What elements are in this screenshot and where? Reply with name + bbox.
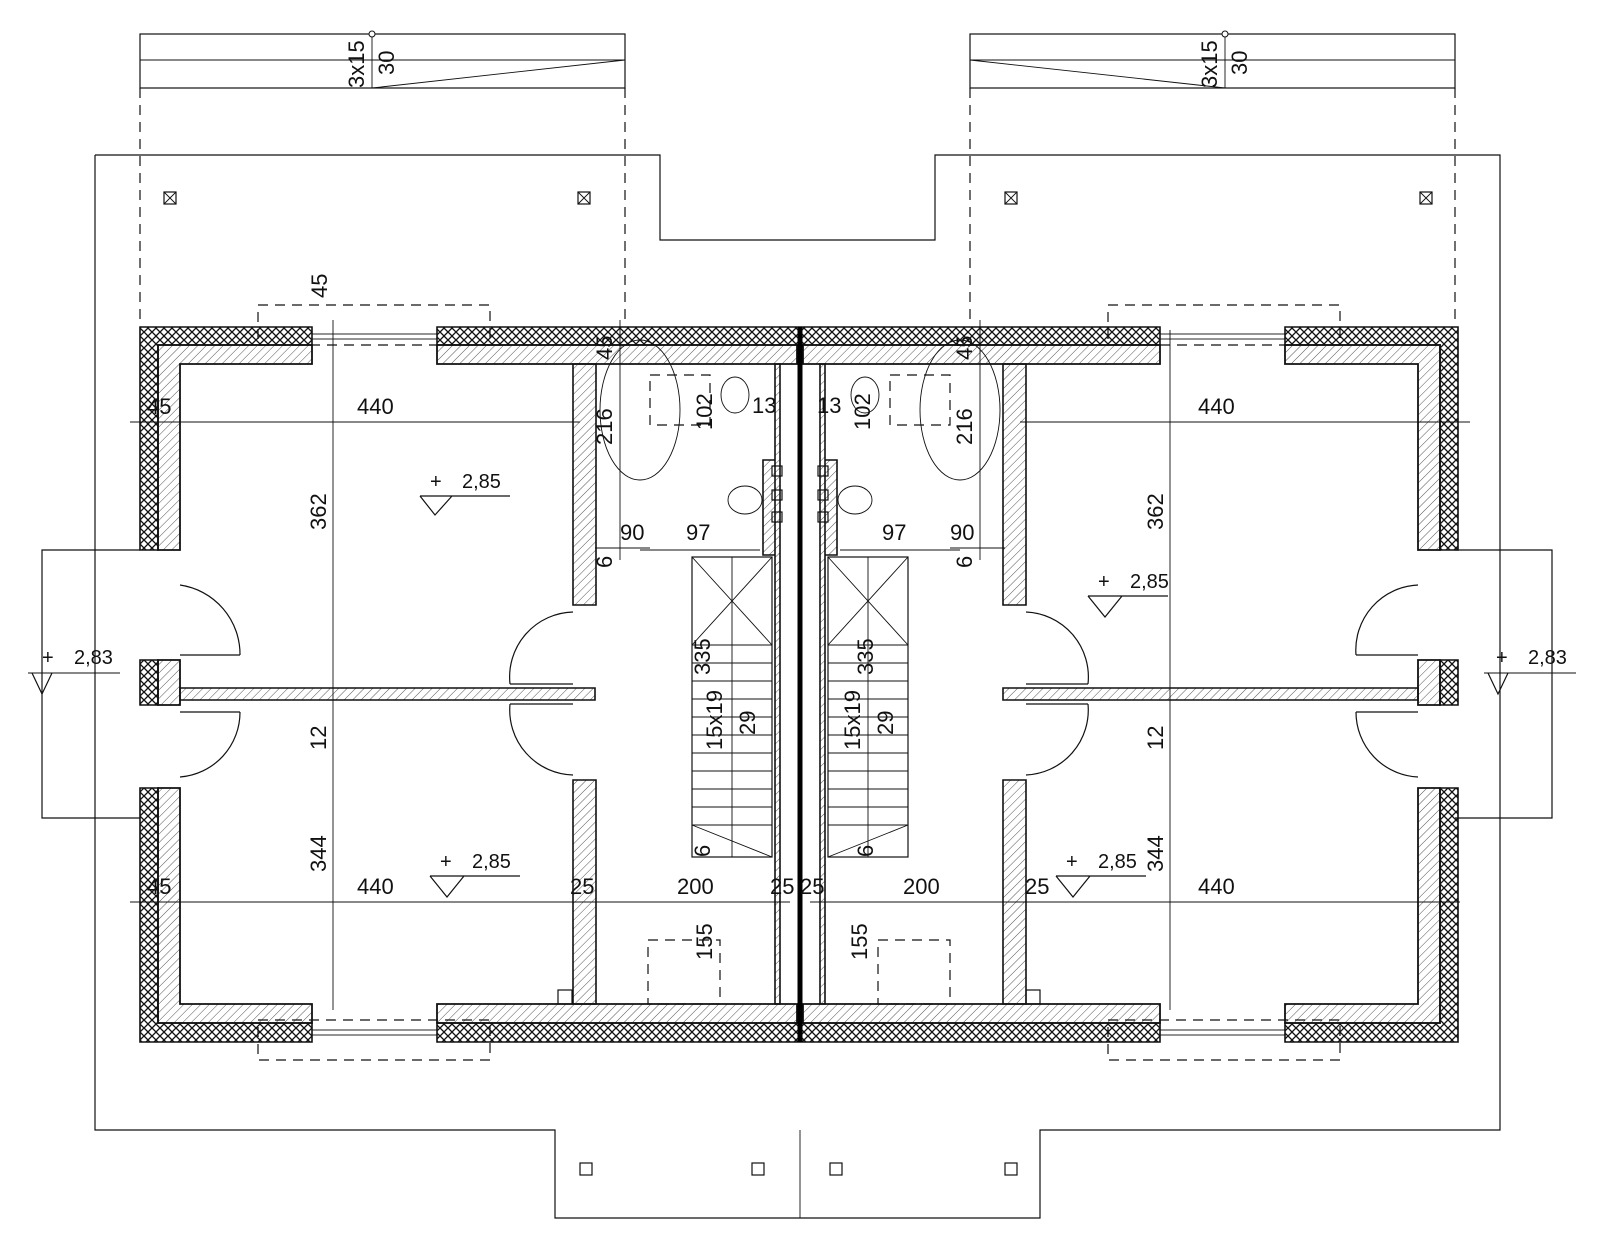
top-room-level: 2,85 <box>1130 571 1169 593</box>
door[interactable] <box>179 711 241 778</box>
bathroom-depth: 216 <box>952 408 977 445</box>
closet-depth: 155 <box>847 923 872 960</box>
top-room-level-sign: + <box>430 471 442 493</box>
bathroom-width-b: 97 <box>882 520 906 545</box>
doors <box>179 549 1419 778</box>
hall-left-wall: 25 <box>570 874 594 899</box>
window <box>1107 1019 1341 1061</box>
stairs-right-wall: 6 <box>853 845 878 857</box>
bottom-room-width: 440 <box>1198 874 1235 899</box>
bottom-room-width: 440 <box>357 874 394 899</box>
bathroom-width-a: 90 <box>950 520 974 545</box>
post-marker <box>1004 191 1018 205</box>
outside-stairs-left-tread: 30 <box>374 51 399 75</box>
bottom-room-level-sign: + <box>440 851 452 873</box>
top-room-depth: 362 <box>306 493 331 530</box>
stairs-left-steps: 15x19 <box>702 690 727 750</box>
bathroom-top: 45 <box>952 336 977 360</box>
window <box>257 304 491 346</box>
door[interactable] <box>1355 711 1419 778</box>
outside-stairs-right-tread: 30 <box>1227 51 1252 75</box>
terrace-left-level-sign: + <box>42 647 54 669</box>
terrace-right-level-sign: + <box>1496 647 1508 669</box>
post-marker <box>829 1162 843 1176</box>
closets <box>557 939 1041 1005</box>
bathroom-side: 13 <box>752 393 776 418</box>
stairs-left: 335 15x19 29 6 <box>690 556 773 858</box>
outside-stairs-right-steps: 3x15 <box>1197 40 1222 88</box>
door[interactable] <box>509 611 574 685</box>
stairs-right: 335 15x19 29 6 <box>827 556 909 858</box>
door[interactable] <box>179 584 241 656</box>
closet-depth: 155 <box>692 923 717 960</box>
bathroom-side: 13 <box>817 393 841 418</box>
bathroom-width-a: 90 <box>620 520 644 545</box>
stairs-right-tread: 29 <box>873 711 898 735</box>
hall-width: 200 <box>677 874 714 899</box>
stairs-right-steps: 15x19 <box>840 690 865 750</box>
bathroom-wall: 6 <box>592 556 617 568</box>
stairs-left-tread: 29 <box>735 711 760 735</box>
top-room-width: 440 <box>357 394 394 419</box>
outside-stairs-left-steps: 3x15 <box>344 40 369 88</box>
stairs-left-length: 335 <box>690 638 715 675</box>
door[interactable] <box>1355 584 1419 656</box>
bottom-room-level: 2,85 <box>1098 851 1137 873</box>
bathroom-width-b: 97 <box>686 520 710 545</box>
top-room-width: 440 <box>1198 394 1235 419</box>
left-unit-labels: 45 45 440 362 + 2,85 12 344 45 440 + 2,8… <box>147 274 794 960</box>
bottom-room-depth: 344 <box>306 835 331 872</box>
partition-width: 12 <box>306 726 331 750</box>
post-marker <box>163 191 177 205</box>
door[interactable] <box>509 703 574 776</box>
hall-inner-wall: 25 <box>800 874 824 899</box>
top-room-depth: 362 <box>1143 493 1168 530</box>
stairs-left-wall: 6 <box>690 845 715 857</box>
bathroom-toilet: 102 <box>692 393 717 430</box>
bathroom-toilet: 102 <box>850 393 875 430</box>
window <box>257 1019 491 1061</box>
terrace-right: + 2,83 <box>1455 549 1576 819</box>
door[interactable] <box>1025 703 1089 776</box>
top-room-level-sign: + <box>1098 571 1110 593</box>
outside-stairs-right: 3x15 30 <box>969 30 1456 322</box>
hall-left-wall: 25 <box>1025 874 1049 899</box>
bottom-room-wall-left: 45 <box>147 874 171 899</box>
hall-width: 200 <box>903 874 940 899</box>
bottom-room-level: 2,85 <box>472 851 511 873</box>
bathroom-fixtures <box>599 339 1001 523</box>
partition-width: 12 <box>1143 726 1168 750</box>
right-unit-labels: 45 216 102 13 97 90 6 440 362 + 2,85 12 … <box>800 336 1235 960</box>
terrace-left-level: 2,83 <box>74 647 113 669</box>
post-marker <box>751 1162 765 1176</box>
bottom-room-depth: 344 <box>1143 835 1168 872</box>
bottom-room-level-sign: + <box>1066 851 1078 873</box>
hall-right-wall: 25 <box>770 874 794 899</box>
door[interactable] <box>1025 611 1089 685</box>
dimension-lines <box>130 320 1470 1010</box>
post-marker <box>577 191 591 205</box>
terrace-right-level: 2,83 <box>1528 647 1567 669</box>
post-markers <box>163 191 1433 1176</box>
post-marker <box>579 1162 593 1176</box>
post-marker <box>1004 1162 1018 1176</box>
exterior-walls <box>139 326 1459 1043</box>
window <box>1107 304 1341 346</box>
terrace-left: + 2,83 <box>28 549 140 819</box>
stairs-right-length: 335 <box>853 638 878 675</box>
bathroom-wall: 6 <box>952 556 977 568</box>
post-marker <box>1419 191 1433 205</box>
top-room-wall-left: 45 <box>147 394 171 419</box>
outside-stairs-left: 3x15 30 <box>139 30 626 322</box>
roof-outline <box>94 154 1501 1219</box>
top-room-level: 2,85 <box>462 471 501 493</box>
windows <box>257 304 1341 1061</box>
bathroom-top: 45 <box>592 336 617 360</box>
window-depth-label: 45 <box>307 274 332 298</box>
bathroom-depth: 216 <box>592 408 617 445</box>
